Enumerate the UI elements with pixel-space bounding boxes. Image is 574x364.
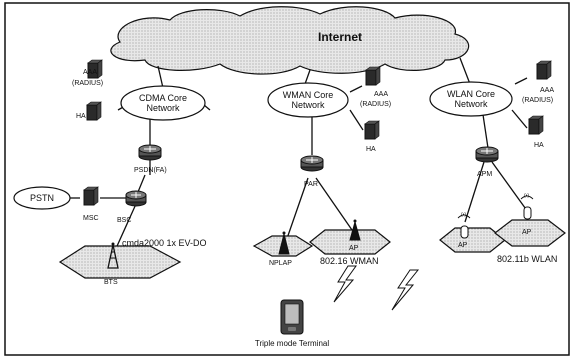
server-icon	[86, 101, 102, 121]
lightning-icon	[333, 265, 357, 303]
svg-text:HA: HA	[534, 142, 544, 149]
svg-text:PAR: PAR	[304, 181, 318, 188]
svg-text:NPLAP: NPLAP	[269, 260, 292, 267]
svg-text:CDMA Core: CDMA Core	[139, 93, 187, 103]
router-icon	[125, 190, 147, 207]
server-icon	[528, 115, 544, 135]
server-icon	[87, 59, 103, 79]
antenna-tower-icon	[107, 242, 119, 269]
apm-router: APM	[475, 146, 499, 178]
wman-aaa-server: AAA (RADIUS)	[360, 66, 391, 108]
wman-access-network: 802.16 WMAN NPLAP AP	[252, 219, 391, 267]
internet-cloud: Internet	[110, 6, 470, 75]
cdma-core-network: CDMA Core Network	[120, 85, 206, 121]
wman-ha-server: HA	[364, 120, 380, 153]
svg-text:HA: HA	[366, 146, 376, 153]
svg-text:AAA: AAA	[83, 69, 97, 76]
pdsn-router: PSDN(FA)	[134, 144, 167, 174]
svg-text:AP: AP	[458, 242, 468, 249]
svg-text:MSC: MSC	[83, 215, 99, 222]
router-icon	[475, 146, 499, 163]
lightning-icon	[391, 269, 420, 311]
svg-text:WMAN Core: WMAN Core	[283, 90, 334, 100]
mobile-terminal-icon	[280, 299, 304, 335]
internet-label: Internet	[318, 30, 362, 44]
svg-text:(•): (•)	[524, 193, 529, 199]
wlan-aaa-server: AAA (RADIUS)	[522, 60, 554, 104]
svg-text:HA: HA	[76, 113, 86, 120]
router-icon	[138, 144, 162, 161]
wlan-access-network: 802.11b WLAN (•) AP (•) AP	[439, 193, 566, 264]
pstn-network: PSTN	[13, 186, 71, 210]
svg-text:BSC: BSC	[117, 217, 131, 224]
wman-core-network: WMAN Core Network	[267, 82, 349, 118]
svg-text:APM: APM	[477, 171, 492, 178]
access-point-icon: (•)	[457, 212, 471, 239]
svg-text:AAA: AAA	[540, 87, 554, 94]
svg-text:AP: AP	[349, 245, 359, 252]
msc-server: MSC	[83, 186, 99, 222]
svg-text:PSDN(FA): PSDN(FA)	[134, 167, 167, 174]
bsc-router: BSC	[117, 190, 147, 224]
svg-text:AAA: AAA	[374, 91, 388, 98]
wlan-core-network: WLAN Core Network	[429, 81, 513, 117]
svg-text:(RADIUS): (RADIUS)	[72, 80, 103, 87]
access-point-icon: (•)	[520, 193, 534, 220]
server-icon	[365, 66, 381, 86]
svg-text:Network: Network	[454, 99, 488, 109]
cdma-ha-server: HA	[76, 101, 102, 121]
svg-text:BTS: BTS	[104, 279, 118, 286]
svg-text:Network: Network	[291, 100, 325, 110]
svg-text:Network: Network	[146, 103, 180, 113]
svg-text:(RADIUS): (RADIUS)	[360, 101, 391, 108]
antenna-tower-icon	[349, 219, 361, 241]
svg-text:(RADIUS): (RADIUS)	[522, 97, 553, 104]
cdma-access-network: cmda2000 1x EV-DO BTS	[58, 238, 207, 286]
cdma-aaa-server: AAA (RADIUS)	[72, 59, 103, 87]
svg-text:WLAN Core: WLAN Core	[447, 89, 495, 99]
svg-text:(•): (•)	[461, 212, 466, 218]
server-icon	[536, 60, 552, 80]
wlan-ha-server: HA	[528, 115, 544, 149]
svg-text:802.16 WMAN: 802.16 WMAN	[320, 256, 379, 266]
svg-text:Triple mode Terminal: Triple mode Terminal	[255, 339, 329, 348]
svg-text:cmda2000 1x EV-DO: cmda2000 1x EV-DO	[122, 238, 207, 248]
svg-text:AP: AP	[522, 229, 532, 236]
svg-text:PSTN: PSTN	[30, 193, 54, 203]
par-router: PAR	[300, 155, 324, 188]
mobile-terminal: Triple mode Terminal	[255, 299, 329, 348]
antenna-tower-icon	[278, 231, 290, 255]
router-icon	[300, 155, 324, 172]
svg-text:802.11b WLAN: 802.11b WLAN	[497, 254, 557, 264]
server-icon	[364, 120, 380, 140]
server-icon	[83, 186, 99, 206]
